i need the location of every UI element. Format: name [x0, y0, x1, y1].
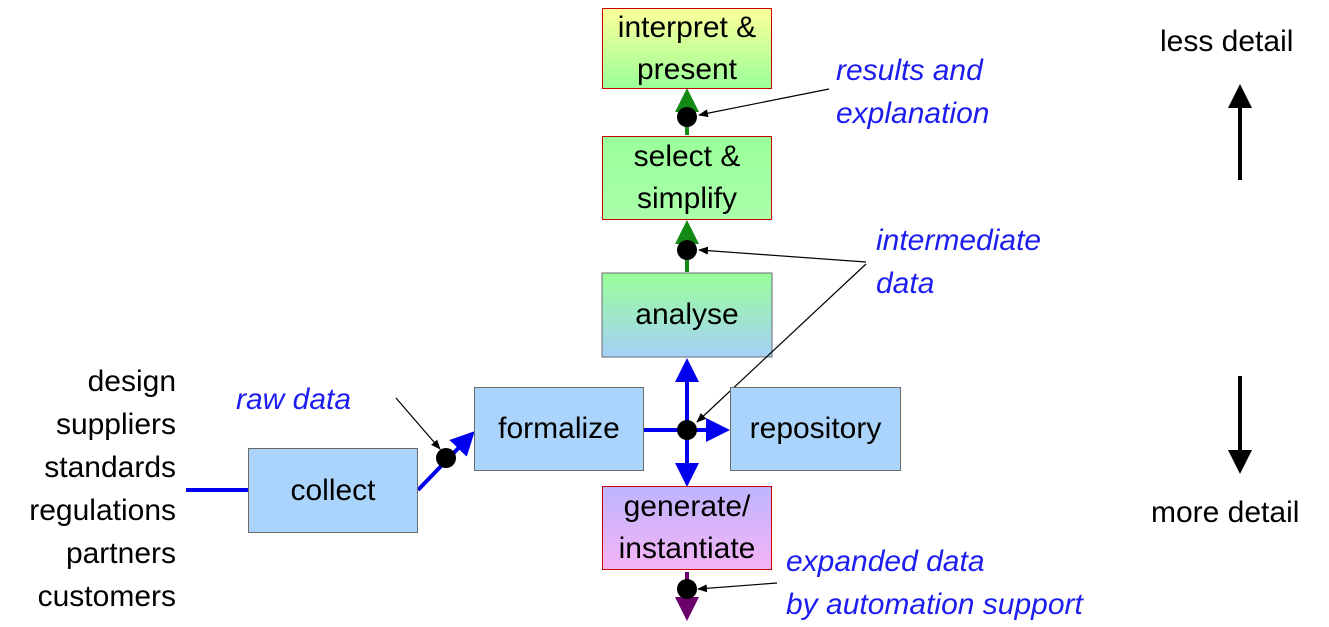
formalize-box-label: formalize: [498, 412, 620, 445]
formalize-box: formalize: [474, 387, 644, 471]
intermediate-line2: data: [876, 267, 935, 300]
analyse-box: analyse: [602, 273, 772, 357]
generate-box-line1: generate/: [623, 490, 751, 523]
intermediate-dot: [677, 240, 697, 260]
select-box-fill: [602, 136, 772, 220]
source-item: suppliers: [55, 408, 176, 441]
expanded-line2: by automation support: [786, 588, 1083, 621]
analyse-box-label: analyse: [635, 298, 739, 331]
interpret-present-box: interpret & present: [602, 8, 772, 89]
repository-box-label: repository: [749, 412, 882, 445]
results-pointer: [698, 88, 830, 118]
collect-box: collect: [248, 448, 418, 533]
results-annotation: results and explanation: [836, 49, 989, 135]
interpret-box-fill: [602, 8, 772, 89]
source-list: design suppliers standards regulations p…: [29, 360, 176, 618]
raw-data-dot: [436, 448, 456, 468]
expanded-line1: expanded data: [786, 545, 985, 578]
results-line1: results and: [836, 54, 983, 87]
source-item: partners: [65, 537, 176, 570]
intermediate-pointer-hub: [696, 263, 867, 423]
repository-box: repository: [730, 387, 901, 471]
raw-data-annotation: raw data: [236, 383, 352, 416]
generate-box-fill: [602, 486, 772, 570]
source-item: regulations: [29, 494, 176, 527]
intermediate-line1: intermediate: [876, 224, 1042, 257]
more-detail-label: more detail: [1151, 496, 1300, 529]
intermediate-pointer-top: [698, 246, 867, 263]
results-dot: [677, 107, 697, 127]
select-box-line2: simplify: [636, 182, 737, 215]
hub-dot: [677, 420, 697, 440]
collect-box-label: collect: [290, 473, 376, 507]
interpret-box-line1: interpret &: [617, 10, 757, 44]
expanded-pointer: [697, 582, 778, 593]
expanded-data-annotation: expanded data by automation support: [786, 540, 1083, 626]
generate-box-line2: instantiate: [618, 532, 756, 565]
raw-data-pointer: [395, 397, 441, 450]
expanded-dot: [677, 579, 697, 599]
source-item: customers: [37, 580, 176, 613]
results-line2: explanation: [836, 97, 990, 130]
source-item: standards: [44, 451, 176, 484]
interpret-box-line2: present: [636, 52, 738, 86]
less-detail-label: less detail: [1160, 25, 1294, 58]
generate-instantiate-box: generate/ instantiate: [602, 486, 772, 570]
select-box-line1: select &: [633, 140, 741, 173]
source-item: design: [87, 365, 176, 398]
analyse-box-fill: [601, 272, 773, 358]
intermediate-data-annotation: intermediate data: [876, 219, 1041, 305]
select-simplify-box: select & simplify: [602, 136, 772, 220]
